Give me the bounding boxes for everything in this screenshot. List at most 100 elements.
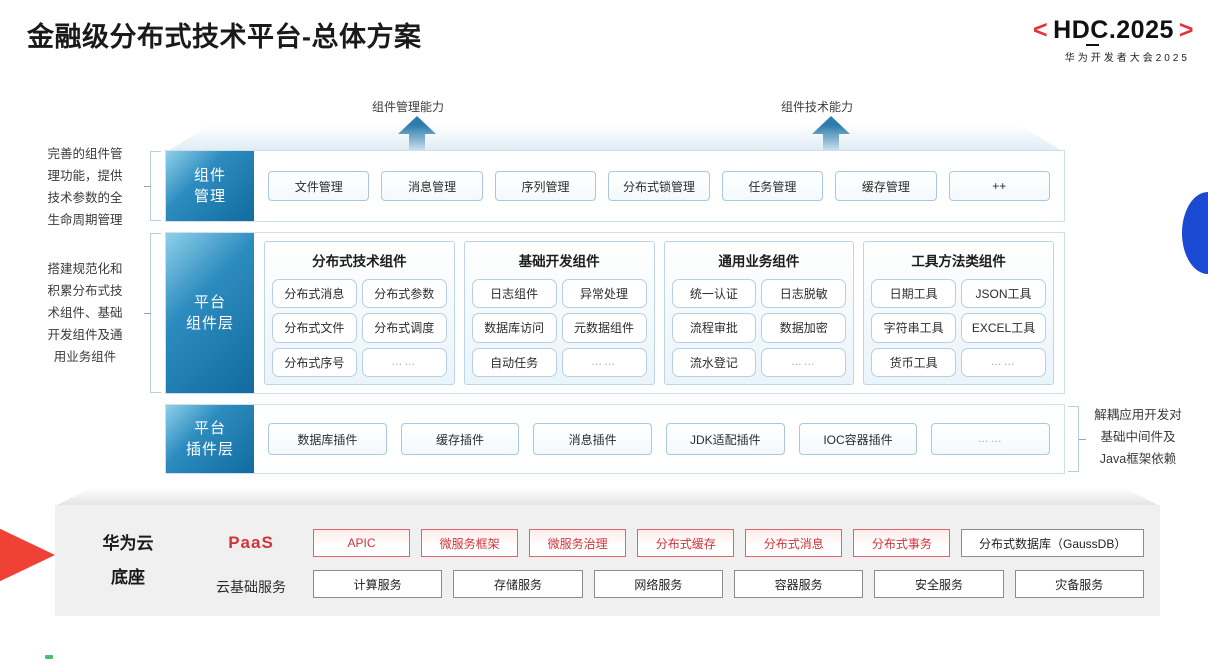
pill-distributed-schedule[interactable]: 分布式调度 (361, 313, 447, 343)
pill-auto-task[interactable]: 自动任务 (471, 347, 557, 377)
side-note-line: 生命周期管理 (47, 213, 123, 227)
pill-distributed-lock-management[interactable]: 分布式锁管理 (608, 171, 710, 201)
group-title: 通用业务组件 (718, 254, 800, 269)
chip-distributed-message[interactable]: 分布式消息 (745, 529, 843, 557)
row-platform-plugin-layer: 平台 插件层 数据库插件 缓存插件 消息插件 JDK适配插件 IOC容器插件 …… (165, 404, 1065, 474)
top-glow-decoration (165, 125, 1065, 153)
chip-distributed-cache[interactable]: 分布式缓存 (637, 529, 735, 557)
group-grid: 日志组件 异常处理 数据库访问 元数据组件 自动任务 …… (471, 279, 647, 377)
arrow-label-left: 组件管理能力 (372, 100, 445, 114)
pill-distributed-sequence[interactable]: 分布式序号 (272, 347, 357, 377)
bracket-component-mgmt (144, 151, 161, 221)
chip-security-service[interactable]: 安全服务 (874, 570, 1004, 598)
pill-json-tool[interactable]: JSON工具 (961, 279, 1046, 309)
pill-database-access[interactable]: 数据库访问 (471, 313, 557, 343)
group-common-business-components: 通用业务组件 统一认证 日志脱敏 流程审批 数据加密 流水登记 …… (663, 241, 855, 385)
pill-ioc-container-plugin[interactable]: IOC容器插件 (798, 423, 918, 455)
left-angle-bracket-icon: < (1033, 16, 1049, 44)
pill-message-management[interactable]: 消息管理 (381, 171, 483, 201)
chip-distributed-database-gaussdb[interactable]: 分布式数据库（GaussDB） (961, 529, 1144, 557)
pill-distributed-param[interactable]: 分布式参数 (361, 279, 447, 309)
pill-date-tool[interactable]: 日期工具 (871, 279, 957, 309)
pill-more[interactable]: …… (561, 347, 647, 377)
pill-process-approval[interactable]: 流程审批 (671, 313, 757, 343)
pill-cache-management[interactable]: 缓存管理 (835, 171, 937, 201)
group-grid: 日期工具 JSON工具 字符串工具 EXCEL工具 货币工具 …… (871, 279, 1046, 377)
iaas-service-list: 计算服务 存储服务 网络服务 容器服务 安全服务 灾备服务 (313, 570, 1144, 598)
pill-more[interactable]: ++ (948, 171, 1050, 201)
pill-unified-auth[interactable]: 统一认证 (671, 279, 757, 309)
chip-apic[interactable]: APIC (313, 529, 411, 557)
bracket-nub-icon (144, 186, 151, 188)
hdc-logo: < HDC.2025 > 华为开发者大会2025 (954, 16, 1194, 64)
pill-more[interactable]: …… (361, 347, 447, 377)
chip-network-service[interactable]: 网络服务 (593, 570, 723, 598)
pill-more[interactable]: …… (931, 423, 1051, 455)
side-note-line: 用业务组件 (53, 350, 117, 364)
side-note-platform-component: 搭建规范化和 积累分布式技 术组件、基础 开发组件及通 用业务组件 (25, 258, 145, 368)
pill-task-management[interactable]: 任务管理 (721, 171, 824, 201)
group-tool-method-components: 工具方法类组件 日期工具 JSON工具 字符串工具 EXCEL工具 货币工具 …… (863, 241, 1054, 385)
row-body-platform-plugin-layer: 数据库插件 缓存插件 消息插件 JDK适配插件 IOC容器插件 …… (254, 405, 1064, 473)
bracket-platform-component (144, 233, 161, 393)
row-tab-line: 组件 (193, 167, 226, 184)
pill-more[interactable]: …… (961, 347, 1046, 377)
chip-dr-service[interactable]: 灾备服务 (1014, 570, 1144, 598)
bracket-platform-plugin (1068, 406, 1086, 472)
pill-distributed-file[interactable]: 分布式文件 (272, 313, 357, 343)
pill-log-masking[interactable]: 日志脱敏 (761, 279, 847, 309)
row-body-platform-component-layer: 分布式技术组件 分布式消息 分布式参数 分布式文件 分布式调度 分布式序号 ……… (254, 233, 1064, 393)
hdc-logo-main: < HDC.2025 > (954, 16, 1194, 46)
row-tab-platform-plugin-layer: 平台 插件层 (166, 405, 254, 473)
group-grid: 统一认证 日志脱敏 流程审批 数据加密 流水登记 …… (671, 279, 847, 377)
row-tab-platform-component-layer: 平台 组件层 (166, 233, 254, 393)
group-title: 工具方法类组件 (911, 254, 1006, 269)
chip-microservice-framework[interactable]: 微服务框架 (421, 529, 519, 557)
side-note-line: 技术参数的全 (47, 191, 123, 205)
pill-currency-tool[interactable]: 货币工具 (871, 347, 957, 377)
base-label-line: 华为云 (102, 534, 154, 553)
iaas-row-label: 云基础服务 (216, 579, 286, 595)
pill-data-encryption[interactable]: 数据加密 (761, 313, 847, 343)
pill-sequence-management[interactable]: 序列管理 (494, 171, 597, 201)
row-tab-line: 组件层 (185, 315, 234, 332)
green-tick-decoration-icon (45, 655, 53, 659)
base-perspective-top (55, 488, 1160, 506)
pill-metadata-component[interactable]: 元数据组件 (561, 313, 647, 343)
row-tab-component-management: 组件 管理 (166, 151, 254, 221)
chip-storage-service[interactable]: 存储服务 (453, 570, 583, 598)
side-note-line: 解耦应用开发对 (1094, 408, 1182, 422)
chip-microservice-governance[interactable]: 微服务治理 (529, 529, 627, 557)
pill-transaction-log[interactable]: 流水登记 (671, 347, 757, 377)
side-note-platform-plugin: 解耦应用开发对 基础中间件及 Java框架依赖 (1078, 404, 1198, 470)
pill-message-plugin[interactable]: 消息插件 (533, 423, 653, 455)
pill-file-management[interactable]: 文件管理 (268, 171, 370, 201)
right-angle-bracket-icon: > (1178, 16, 1194, 44)
base-label: 华为云 底座 (73, 527, 183, 595)
pill-more[interactable]: …… (761, 347, 847, 377)
side-note-line: 理功能，提供 (47, 169, 123, 183)
pill-database-plugin[interactable]: 数据库插件 (268, 423, 387, 455)
base-label-line: 底座 (111, 568, 145, 587)
group-title: 分布式技术组件 (312, 254, 407, 269)
huawei-cloud-base: 华为云 底座 PaaS 云基础服务 APIC 微服务框架 微服务治理 分布式缓存… (55, 505, 1160, 616)
page-title: 金融级分布式技术平台-总体方案 (27, 22, 422, 52)
pill-jdk-adapter-plugin[interactable]: JDK适配插件 (666, 423, 785, 455)
paas-row-label: PaaS (228, 533, 274, 552)
bracket-nub-icon (144, 313, 151, 315)
pill-cache-plugin[interactable]: 缓存插件 (400, 423, 520, 455)
group-basic-dev-components: 基础开发组件 日志组件 异常处理 数据库访问 元数据组件 自动任务 …… (463, 241, 655, 385)
pill-string-tool[interactable]: 字符串工具 (871, 313, 957, 343)
pill-distributed-message[interactable]: 分布式消息 (272, 279, 357, 309)
row-component-management: 组件 管理 文件管理 消息管理 序列管理 分布式锁管理 任务管理 缓存管理 ++ (165, 150, 1065, 222)
chip-distributed-transaction[interactable]: 分布式事务 (853, 529, 951, 557)
paas-service-list: APIC 微服务框架 微服务治理 分布式缓存 分布式消息 分布式事务 分布式数据… (313, 529, 1144, 557)
chip-container-service[interactable]: 容器服务 (733, 570, 864, 598)
pill-exception-handling[interactable]: 异常处理 (561, 279, 647, 309)
chip-compute-service[interactable]: 计算服务 (313, 570, 443, 598)
group-grid: 分布式消息 分布式参数 分布式文件 分布式调度 分布式序号 …… (272, 279, 447, 377)
pill-log-component[interactable]: 日志组件 (471, 279, 557, 309)
side-note-line: 基础中间件及 (1100, 430, 1176, 444)
pill-excel-tool[interactable]: EXCEL工具 (961, 313, 1046, 343)
